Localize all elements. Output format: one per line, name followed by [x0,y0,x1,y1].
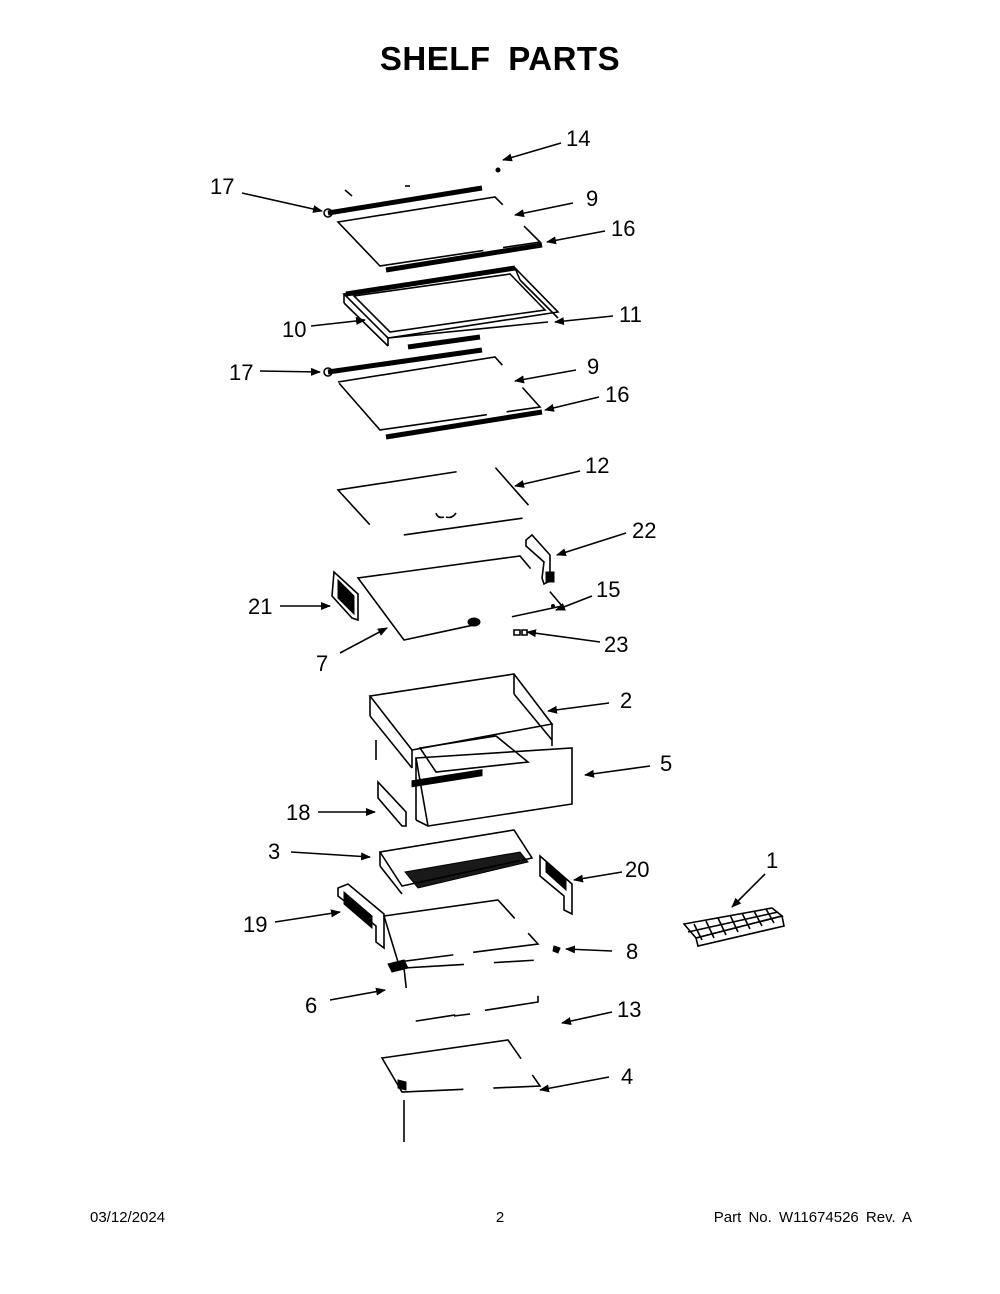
callout-2: 2 [620,688,632,713]
part-16-upper-trim [385,242,543,273]
callout-labels: 14 17 9 16 10 11 17 9 16 12 22 21 15 7 2… [210,126,778,1089]
callout-8: 8 [626,939,638,964]
part-17-lower-end [323,367,333,377]
callout-10: 10 [282,317,306,342]
callout-13: 13 [617,997,641,1022]
part-9-upper-glass [336,196,542,267]
part-22-bracket [525,533,551,586]
part-17-upper-trim [327,185,483,216]
part-15-screw [551,604,555,608]
part-7-crisper-cover [356,555,564,641]
part-7-center-knob [467,617,481,627]
callout-18: 18 [286,800,310,825]
part-18-rail [377,779,407,827]
part-14-screw [495,167,501,173]
leader-lines [241,142,766,1093]
callout-19: 19 [243,912,267,937]
callout-11: 11 [619,302,642,327]
part-upper-tab [344,189,353,197]
callout-4: 4 [621,1064,633,1089]
callout-5: 5 [660,751,672,776]
callout-12: 12 [585,453,609,478]
callout-23: 23 [604,632,628,657]
callout-9: 9 [586,186,598,211]
callout-3: 3 [268,839,280,864]
callout-6: 6 [305,993,317,1018]
callout-1: 1 [766,848,778,873]
page-title: SHELF PARTS [379,40,621,77]
footer-part-number: Part No. W11674526 Rev. A [713,1209,912,1226]
callout-16: 16 [611,216,635,241]
part-6-frame [382,899,540,963]
callout-15: 15 [596,577,620,602]
part-13-panel [403,959,539,1023]
part-1-egg-tray [682,907,785,947]
part-drawings [323,167,785,1142]
callout-9: 9 [587,354,599,379]
callout-21: 21 [248,594,272,619]
part-3-grille [404,769,529,889]
part-8-clip [552,945,561,954]
part-9-lower-glass [336,356,542,431]
part-17-lower-trim [327,347,483,375]
footer-page-number: 2 [495,1209,505,1226]
part-11-frame-edge [387,321,549,339]
callout-22: 22 [632,518,656,543]
part-2-drawer-top [368,673,554,751]
part-21-bracket [331,570,359,622]
footer-date: 03/12/2024 [90,1209,166,1226]
callout-17: 17 [210,174,234,199]
callout-17: 17 [229,360,253,385]
callout-16: 16 [605,382,629,407]
part-17-upper-end [323,208,333,218]
part-16-lower-trim [385,409,543,440]
callout-7: 7 [316,651,328,676]
part-23-clip [513,629,528,636]
part-3-pan [378,829,534,887]
part-12-cover [336,465,540,539]
part-20-bracket [539,854,573,916]
callout-20: 20 [625,857,649,882]
callout-14: 14 [566,126,590,151]
part-5-drawer-front [415,747,573,827]
